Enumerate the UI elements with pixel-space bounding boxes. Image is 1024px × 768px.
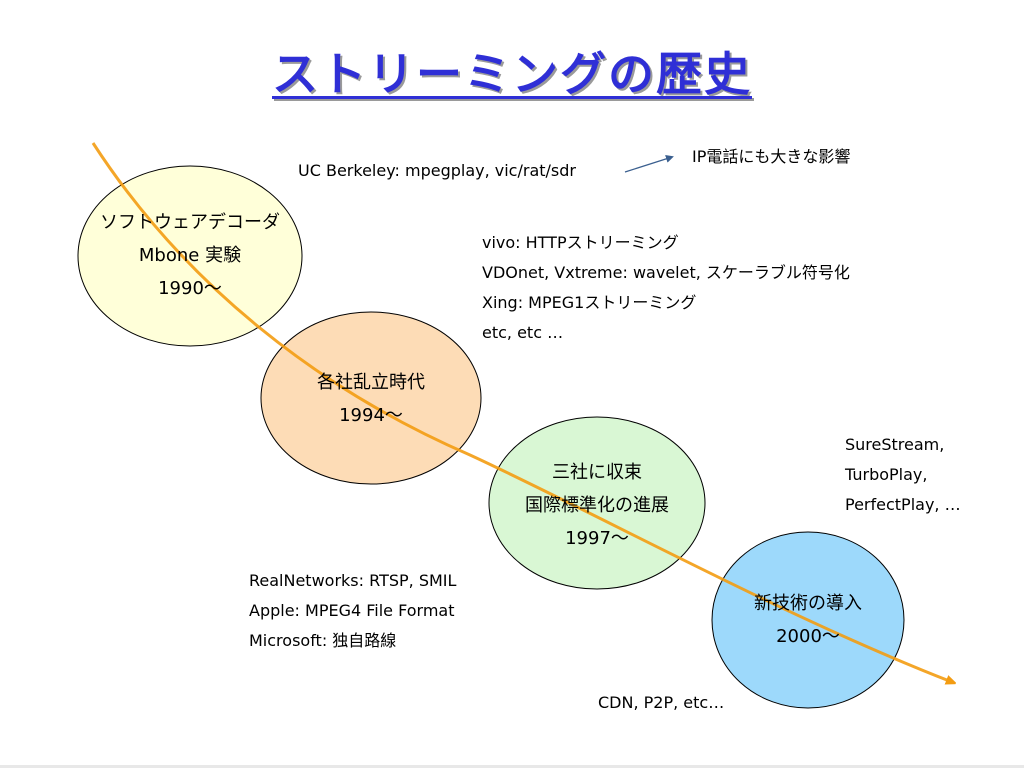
timeline-arrow — [91, 142, 952, 682]
node-1990-label: ソフトウェアデコーダ Mbone 実験 1990～ — [80, 206, 300, 305]
slide-footer-divider — [0, 765, 1024, 768]
node-1990-ellipse — [77, 165, 303, 347]
node-1997-ellipse — [488, 416, 706, 590]
node-label-line: 1994～ — [339, 405, 403, 426]
vendors-line: vivo: HTTPストリーミング — [482, 233, 679, 252]
node-label-line: Mbone 実験 — [138, 245, 242, 266]
node-label-line: 2000～ — [776, 626, 840, 647]
big-three-line: Apple: MPEG4 File Format — [249, 601, 455, 620]
node-label-line: 1990～ — [158, 278, 222, 299]
vendors-line: etc, etc … — [482, 323, 564, 342]
surestream-line: SureStream, — [845, 435, 945, 454]
big-three-line: RealNetworks: RTSP, SMIL — [249, 571, 457, 590]
surestream-line: PerfectPlay, … — [845, 495, 961, 514]
node-1997-label: 三社に収束 国際標準化の進展 1997～ — [487, 456, 707, 555]
big-three-line: Microsoft: 独自路線 — [249, 631, 397, 650]
big-three-note: RealNetworks: RTSP, SMIL Apple: MPEG4 Fi… — [249, 566, 456, 656]
node-label-line: 新技術の導入 — [754, 593, 862, 614]
page-title: ストリーミングの歴史 — [272, 47, 752, 101]
node-label-line: 1997～ — [565, 528, 629, 549]
node-1994-ellipse — [260, 311, 482, 485]
ip-phone-note: IP電話にも大きな影響 — [692, 147, 851, 166]
surestream-line: TurboPlay, — [845, 465, 928, 484]
vendors-line: Xing: MPEG1ストリーミング — [482, 293, 697, 312]
surestream-note: SureStream, TurboPlay, PerfectPlay, … — [845, 430, 961, 520]
ip-impact-arrow — [624, 155, 674, 173]
node-label-line: 国際標準化の進展 — [525, 495, 669, 516]
cdn-note: CDN, P2P, etc… — [598, 693, 725, 712]
node-label-line: 三社に収束 — [552, 462, 642, 483]
ucb-note: UC Berkeley: mpegplay, vic/rat/sdr — [298, 161, 576, 180]
vendors-line: VDOnet, Vxtreme: wavelet, スケーラブル符号化 — [482, 263, 850, 282]
node-1994-label: 各社乱立時代 1994～ — [271, 366, 471, 432]
node-label-line: 各社乱立時代 — [317, 372, 425, 393]
node-label-line: ソフトウェアデコーダ — [100, 212, 280, 233]
vendors-note: vivo: HTTPストリーミング VDOnet, Vxtreme: wavel… — [482, 228, 850, 348]
node-2000-label: 新技術の導入 2000～ — [718, 587, 898, 653]
